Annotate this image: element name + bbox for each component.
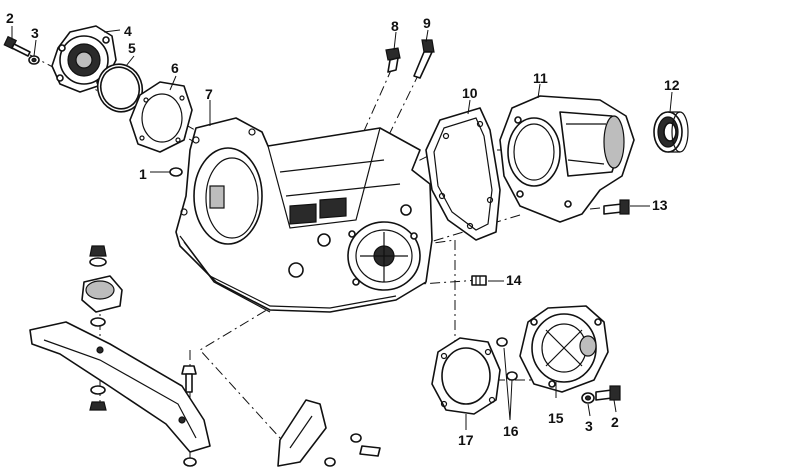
callout-10[interactable]: 10 <box>462 85 478 101</box>
part-6-gasket[interactable] <box>129 81 193 153</box>
part-3-washer-lower[interactable] <box>581 392 595 404</box>
part-14-sleeve[interactable] <box>471 275 487 286</box>
part-11-extension-housing[interactable] <box>499 95 635 223</box>
part-9-fitting[interactable] <box>413 39 435 79</box>
callout-4[interactable]: 4 <box>124 23 132 39</box>
part-3-washer[interactable] <box>28 55 40 65</box>
part-2-bolt[interactable] <box>3 35 31 57</box>
mount-bolts[interactable] <box>89 365 197 467</box>
callout-6[interactable]: 6 <box>171 60 179 76</box>
engine-mount[interactable] <box>81 245 123 327</box>
part-10-gasket[interactable] <box>425 107 501 241</box>
crossmember[interactable] <box>29 321 211 453</box>
callout-9[interactable]: 9 <box>423 15 431 31</box>
part-15-rear-cover[interactable] <box>519 305 609 393</box>
part-7-transmission-case[interactable] <box>175 117 433 313</box>
callout-3-bottom[interactable]: 3 <box>585 418 593 434</box>
leader-lines <box>11 26 673 430</box>
part-1-dowel-pin[interactable] <box>169 167 183 177</box>
part-13-bolt[interactable] <box>603 199 630 215</box>
callout-15[interactable]: 15 <box>548 410 564 426</box>
callout-1[interactable]: 1 <box>139 166 147 182</box>
callout-14[interactable]: 14 <box>506 272 522 288</box>
callout-8[interactable]: 8 <box>391 18 399 34</box>
callout-2-bottom[interactable]: 2 <box>611 414 619 430</box>
callout-2-top[interactable]: 2 <box>6 10 14 26</box>
part-12-radial-seal[interactable] <box>653 111 689 153</box>
callout-12[interactable]: 12 <box>664 77 680 93</box>
callout-11[interactable]: 11 <box>533 70 548 86</box>
callout-5[interactable]: 5 <box>128 40 136 56</box>
part-8-plug[interactable] <box>385 47 401 73</box>
callout-16[interactable]: 16 <box>503 423 519 439</box>
callout-13[interactable]: 13 <box>652 197 668 213</box>
callout-7[interactable]: 7 <box>205 86 213 102</box>
support-bracket[interactable] <box>277 399 381 467</box>
callout-3-top[interactable]: 3 <box>31 25 39 41</box>
callout-17[interactable]: 17 <box>458 432 474 448</box>
part-2-bolt-lower[interactable] <box>595 385 621 401</box>
part-5-o-ring[interactable] <box>91 58 149 118</box>
part-17-gasket[interactable] <box>431 337 501 415</box>
